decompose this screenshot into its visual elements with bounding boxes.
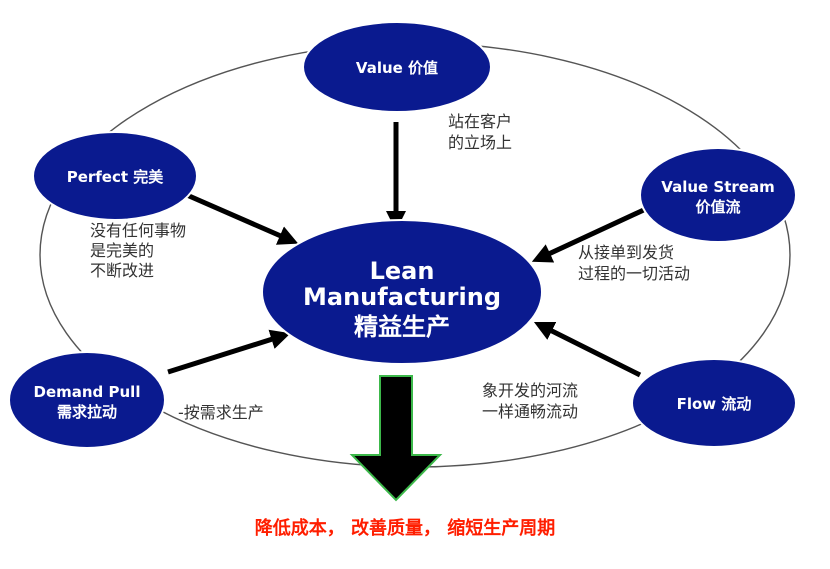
note-perfect-line2: 是完美的 <box>90 241 154 260</box>
center-ellipse <box>261 219 543 365</box>
result-down-arrow <box>349 375 443 502</box>
node-value-label: Value 价值 <box>356 59 438 77</box>
node-value-stream <box>639 147 797 243</box>
note-value-stream-line1: 从接单到发货 <box>578 243 674 262</box>
center-subtitle: 精益生产 <box>354 313 450 341</box>
node-perfect-label: Perfect 完美 <box>67 168 165 186</box>
node-flow <box>631 358 797 448</box>
note-value-line1: 站在客户 <box>448 112 512 131</box>
arrow-valuestream-to-center <box>531 205 650 263</box>
arrow-perfect-to-center <box>179 189 299 245</box>
center-title-line2: Manufacturing <box>303 283 501 311</box>
note-perfect-line1: 没有任何事物 <box>90 221 186 240</box>
arrow-demandpull-to-center <box>167 329 291 375</box>
note-flow-line2: 一样通畅流动 <box>482 402 578 421</box>
arrow-flow-to-center <box>533 321 642 378</box>
node-value-stream-line2: 价值流 <box>695 198 740 216</box>
note-flow-line1: 象开发的河流 <box>482 381 578 400</box>
node-value <box>302 21 492 113</box>
center-title-line1: Lean <box>370 257 435 285</box>
node-value-stream-line1: Value Stream <box>661 178 774 196</box>
node-perfect <box>32 131 198 221</box>
node-demand-pull-line1: Demand Pull <box>34 383 141 401</box>
note-value-line2: 的立场上 <box>448 133 512 152</box>
node-demand-pull-line2: 需求拉动 <box>57 403 117 421</box>
node-flow-label: Flow 流动 <box>677 395 752 413</box>
result-text: 降低成本， 改善质量， 缩短生产周期 <box>255 517 556 539</box>
note-value-stream-line2: 过程的一切活动 <box>578 264 690 283</box>
note-demand-pull-line1: -按需求生产 <box>178 403 264 422</box>
node-demand-pull <box>8 351 166 449</box>
note-perfect-line3: 不断改进 <box>90 261 154 280</box>
